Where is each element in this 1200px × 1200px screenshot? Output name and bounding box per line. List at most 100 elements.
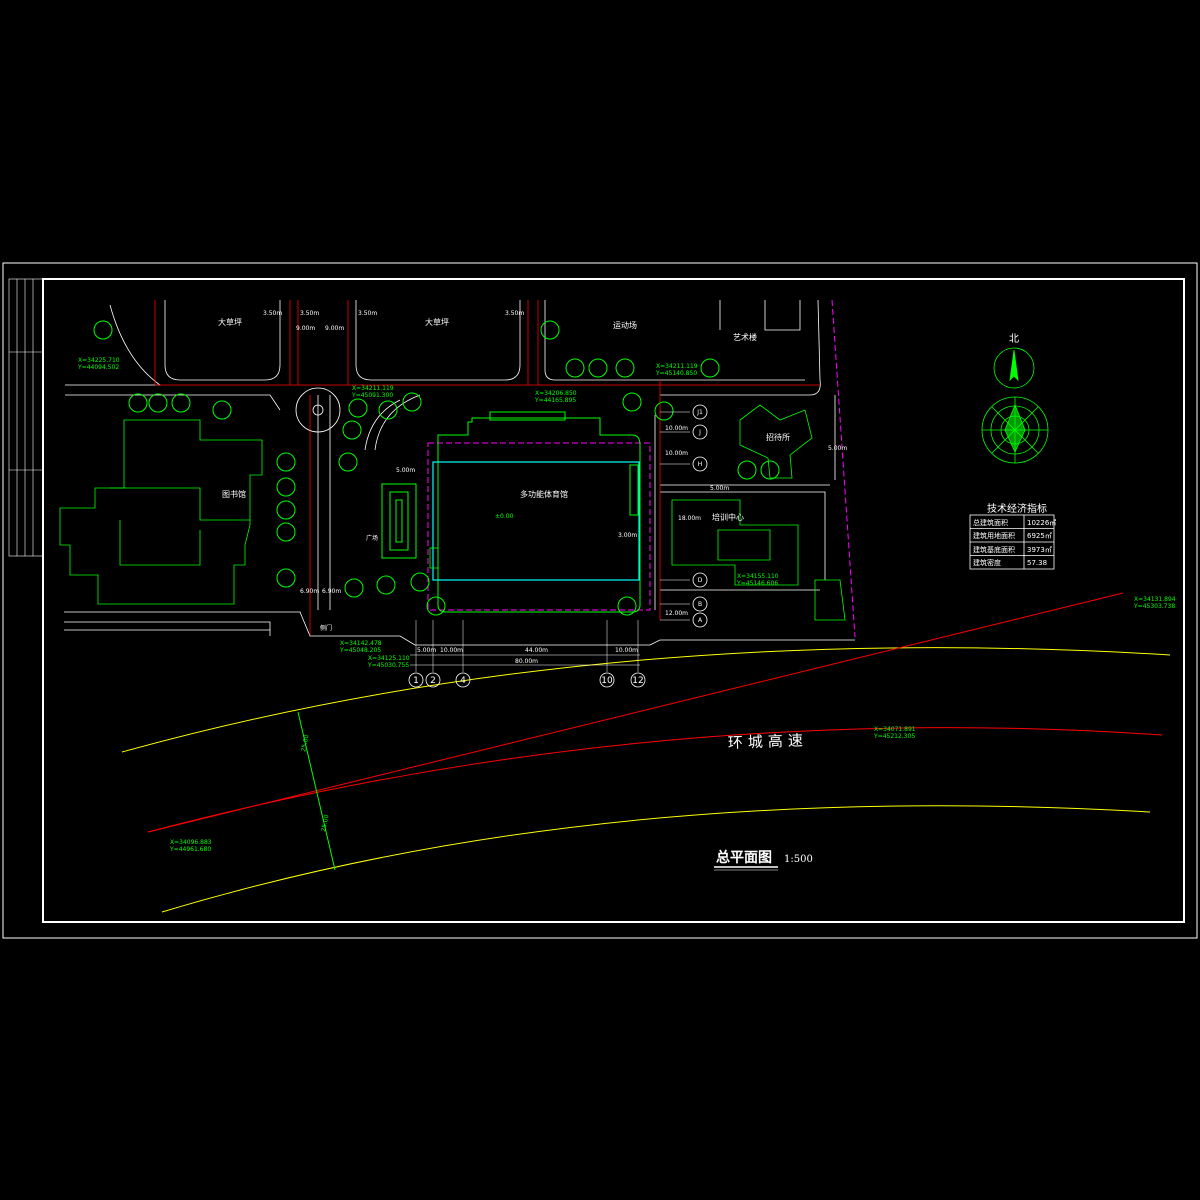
indicator-label: 总建筑面积 <box>973 518 1008 527</box>
label-sports-field: 运动场 <box>613 320 637 330</box>
axis-bubble <box>408 672 424 688</box>
axis-label: J1 <box>696 409 703 416</box>
tree-symbol <box>402 392 422 412</box>
red-lines <box>154 300 820 635</box>
coord-x: X=34211.119 <box>352 385 394 392</box>
tree-symbol <box>276 452 296 472</box>
coord-y: Y=45146.606 <box>736 580 778 587</box>
coord-y: Y=44165.895 <box>534 397 576 404</box>
indicator-table-title: 技术经济指标 <box>987 502 1047 515</box>
axis-bubble <box>599 672 615 688</box>
axis-label: 12 <box>632 676 643 686</box>
dim-text: 10.00m <box>665 450 688 457</box>
indicator-value: 10226㎡ <box>1027 519 1056 527</box>
tree-symbol <box>338 452 358 472</box>
axis-bubbles-right <box>692 404 708 628</box>
coord-x: X=34125.110 <box>368 655 410 662</box>
tree-symbol <box>344 578 364 598</box>
tree-symbol <box>276 500 296 520</box>
coord-y: Y=45048.205 <box>339 647 381 654</box>
dim-text: 3.50m <box>505 310 524 317</box>
highway <box>121 592 1171 913</box>
coord-y: Y=45303.738 <box>1133 603 1175 610</box>
tree-symbol <box>276 522 296 542</box>
drawing-scale: 1:500 <box>784 854 813 865</box>
coord-y: Y=45140.850 <box>655 370 697 377</box>
tree-symbol <box>276 568 296 588</box>
axis-bubble <box>692 456 708 472</box>
coord-x: X=34225.710 <box>78 357 120 364</box>
label-gym-elevation: ±0.00 <box>495 513 514 520</box>
dim-text: 10.00m <box>665 425 688 432</box>
axis-bubble <box>692 596 708 612</box>
tree-symbol <box>410 572 430 592</box>
outer-frame <box>2 262 1198 939</box>
tree-symbol <box>93 320 113 340</box>
north-label: 北 <box>1009 333 1019 345</box>
dimension-lines <box>410 411 690 672</box>
tree-symbol <box>342 420 362 440</box>
indicator-value: 6925㎡ <box>1027 532 1052 540</box>
dim-text: 3.00m <box>618 532 637 539</box>
indicator-label: 建筑基底面积 <box>973 545 1015 554</box>
axis-label: 2 <box>430 676 436 686</box>
coord-x: X=34206.850 <box>535 390 577 397</box>
dim-text: 10.00m <box>440 647 463 654</box>
tree-symbol <box>588 358 608 378</box>
axis-bubble <box>692 612 708 628</box>
gymnasium-building <box>381 411 641 613</box>
label-plaza: 广场 <box>366 534 378 542</box>
dim-text: 3.50m <box>300 310 319 317</box>
tree-symbol <box>426 596 446 616</box>
tree-symbol <box>148 393 168 413</box>
coord-x: X=34211.119 <box>656 363 698 370</box>
coord-y: Y=45030.755 <box>367 662 409 669</box>
indicator-value: 57.38 <box>1027 559 1047 567</box>
site-boundary <box>427 299 856 638</box>
tree-symbol <box>760 460 780 480</box>
highway-label: 环城高速 <box>728 731 809 752</box>
axis-label: 10 <box>601 676 613 686</box>
dim-text: 18.00m <box>678 515 701 522</box>
dim-text: 5.00m <box>396 467 415 474</box>
dim-text: 9.00m <box>296 325 315 332</box>
dim-text: 6.90m <box>300 588 319 595</box>
road-width-text: 25.00 <box>300 734 310 752</box>
coord-x: X=34096.883 <box>170 839 212 846</box>
tree-symbol <box>348 398 368 418</box>
tree-symbol <box>700 358 720 378</box>
drawing-title: 总平面图 <box>716 849 772 866</box>
tree-symbol <box>171 393 191 413</box>
tree-symbol <box>737 460 757 480</box>
roundabout <box>295 387 341 433</box>
tree-symbol <box>378 400 398 420</box>
dim-text: 80.00m <box>515 658 538 665</box>
label-training-center: 培训中心 <box>712 512 744 522</box>
compass-rose <box>981 347 1049 464</box>
label-dorm-2: 大草坪 <box>425 317 449 327</box>
axis-bubble <box>425 672 441 688</box>
coord-y: Y=45091.300 <box>351 392 393 399</box>
tree-symbol <box>276 477 296 497</box>
axis-bubble <box>630 672 646 688</box>
axis-bubble <box>692 424 708 440</box>
campus-roads <box>64 299 855 646</box>
tree-symbol <box>654 401 674 421</box>
label-art-building: 艺术楼 <box>733 332 757 342</box>
dim-text: 5.00m <box>710 485 729 492</box>
coord-x: X=34142.478 <box>340 640 382 647</box>
label-library: 图书馆 <box>222 489 246 499</box>
axis-bubble <box>692 572 708 588</box>
dim-text: 6.90m <box>322 588 341 595</box>
dim-text: 10.00m <box>615 647 638 654</box>
tree-symbol <box>615 358 635 378</box>
tree-symbol <box>212 400 232 420</box>
tree-symbol <box>565 358 585 378</box>
axis-label: H <box>698 461 703 468</box>
coord-x: X=34131.894 <box>1134 596 1176 603</box>
indicator-label: 建筑用地面积 <box>973 531 1015 540</box>
dim-text: 5.00m <box>828 445 847 452</box>
axis-label: B <box>698 601 702 608</box>
buildings <box>59 404 846 621</box>
